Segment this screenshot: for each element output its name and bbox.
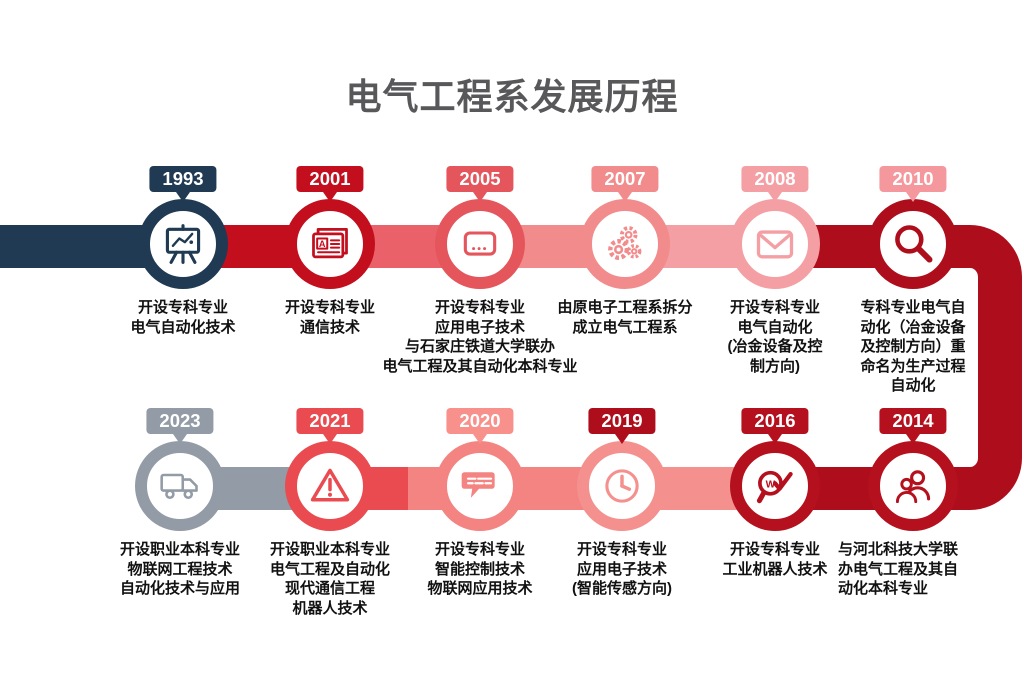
clock-icon [605, 469, 639, 503]
badge-pointer [473, 192, 487, 202]
badge-pointer [906, 192, 920, 202]
milestone-circle [138, 199, 228, 289]
milestone-desc: 开设专科专业 智能控制技术 物联网应用技术 [427, 541, 533, 597]
milestone-circle: W [730, 441, 820, 531]
milestone-desc: 与河北科技大学联 办电气工程及其自 动化本科专业 [838, 541, 959, 597]
magnifier-check-icon: W [756, 470, 793, 504]
badge-pointer [615, 434, 629, 444]
year-badge: 2023 [146, 408, 214, 434]
milestone-desc: 开设职业本科专业 物联网工程技术 自动化技术与应用 [119, 541, 240, 597]
year-badge: 2008 [741, 166, 809, 192]
badge-pointer [173, 434, 187, 444]
milestone-circle [580, 199, 670, 289]
milestone-circle [285, 441, 375, 531]
svg-text:W: W [766, 479, 776, 490]
milestone-desc: 开设专科专业 工业机器人技术 [722, 541, 828, 578]
year-badge: 2020 [446, 408, 514, 434]
year-badge: 2007 [591, 166, 659, 192]
milestone-circle [435, 199, 525, 289]
year-badge: 1993 [149, 166, 217, 192]
milestone-circle [135, 441, 225, 531]
milestone-desc: 由原电子工程系拆分 成立电气工程系 [557, 299, 693, 336]
badge-pointer [906, 434, 920, 444]
svg-text:A: A [319, 239, 326, 249]
badge-pointer [323, 192, 337, 202]
milestone-desc: 开设专科专业 电气自动化技术 [130, 299, 236, 336]
page-title: 电气工程系发展历程 [345, 76, 679, 117]
milestone-circle [577, 441, 667, 531]
badge-pointer [176, 192, 190, 202]
badge-pointer [768, 434, 782, 444]
badge-pointer [768, 192, 782, 202]
year-badge: 2019 [588, 408, 656, 434]
year-badge: 2021 [296, 408, 364, 434]
milestone-desc: 开设职业本科专业 电气工程及自动化 现代通信工程 机器人技术 [269, 541, 390, 617]
milestone-circle: A [285, 199, 375, 289]
chat-bubble-icon [461, 472, 495, 498]
year-badge: 2005 [446, 166, 514, 192]
milestone-circle [730, 199, 820, 289]
milestone-desc: 专科专业电气自 动化（冶金设备 及控制方向）重 命名为生产过程 自动化 [860, 299, 966, 394]
warning-triangle-icon [310, 468, 350, 502]
people-icon [895, 470, 931, 504]
year-badge: 2010 [879, 166, 947, 192]
year-badge: 2001 [296, 166, 364, 192]
milestone-desc: 开设专科专业 通信技术 [284, 299, 375, 336]
milestone-desc: 开设专科专业 应用电子技术 与石家庄铁道大学联办 电气工程及其自动化本科专业 [382, 299, 578, 375]
milestone-circle [868, 199, 958, 289]
milestone-desc: 开设专科专业 应用电子技术 (智能传感方向) [572, 541, 672, 597]
magnifier-icon [895, 225, 933, 263]
milestone-desc: 开设专科专业 电气自动化 (冶金设备及控 制方向) [727, 299, 823, 375]
year-badge: 2014 [879, 408, 947, 434]
badge-pointer [618, 192, 632, 202]
storage-drive-icon [463, 231, 497, 256]
milestone-circle [868, 441, 958, 531]
presentation-board-icon [165, 224, 201, 264]
newspaper-icon: A [312, 227, 348, 259]
milestone-circle [435, 441, 525, 531]
badge-pointer [323, 434, 337, 444]
envelope-icon [756, 230, 794, 259]
badge-pointer [473, 434, 487, 444]
gears-icon [608, 226, 642, 260]
truck-icon [160, 473, 198, 500]
year-badge: 2016 [741, 408, 809, 434]
